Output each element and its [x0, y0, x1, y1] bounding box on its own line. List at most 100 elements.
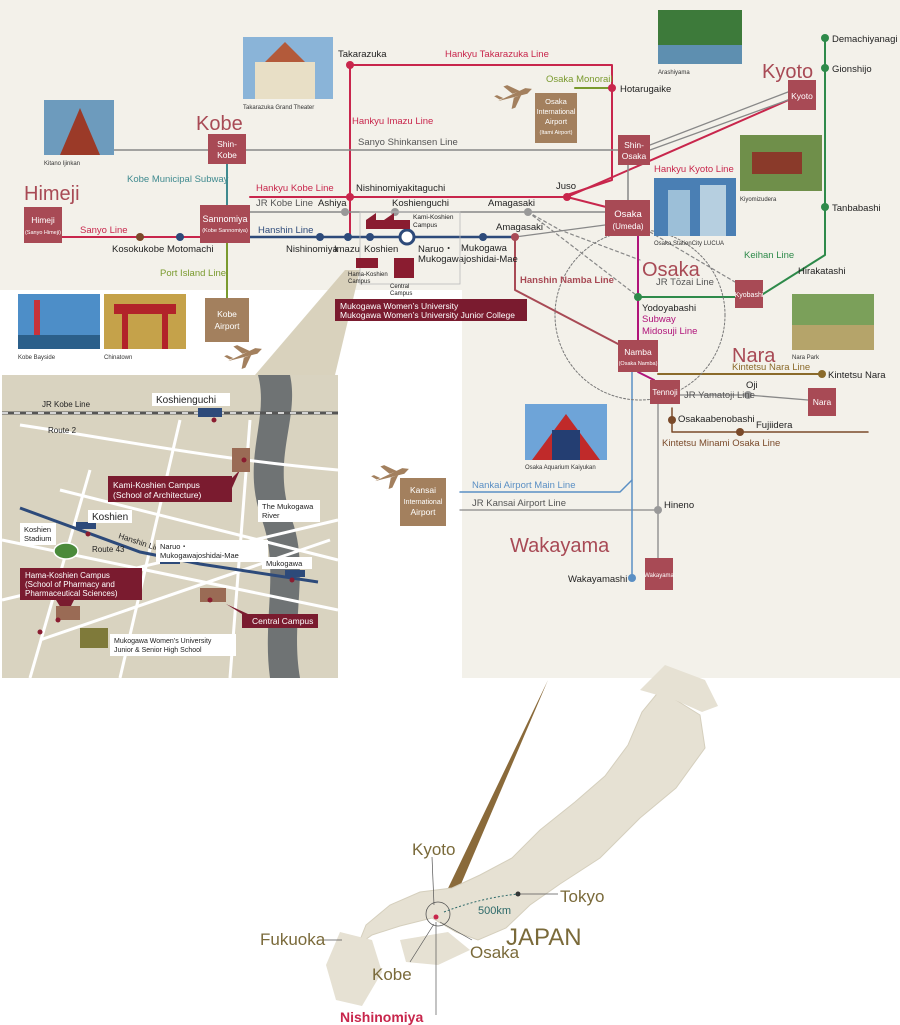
- line-labels: Hankyu Takarazuka Line Osaka Monorail Ha…: [80, 49, 810, 509]
- dot-demachiyanagi: [821, 34, 829, 42]
- svg-text:Mukogawa: Mukogawa: [266, 559, 303, 568]
- inset-koshienguchi-station: [198, 408, 222, 417]
- box-umeda: Osaka (Umeda): [605, 200, 650, 236]
- line-midosuji-2: [637, 371, 655, 381]
- inset-callout-beam: [255, 270, 360, 375]
- kansai-highlight-circle: [425, 901, 451, 927]
- svg-text:Sannomiya: Sannomiya: [202, 214, 247, 224]
- zoom-beam: [440, 680, 548, 910]
- label-keihan: Keihan Line: [744, 250, 794, 261]
- box-shin-osaka: Shin- Osaka: [618, 135, 650, 165]
- st-naruo-2: Mukogawajoshidai-Mae: [418, 254, 518, 265]
- box-namba: Namba (Osaka Namba): [618, 340, 658, 372]
- label-osaka-monorail: Osaka Monorail: [546, 74, 613, 85]
- st-nishinomiyakitaguchi: Nishinomiyakitaguchi: [356, 183, 445, 194]
- svg-text:Kyobashi: Kyobashi: [735, 292, 764, 299]
- dot-fujiidera: [736, 428, 744, 436]
- box-sannomiya: Sannomiya (Kobe Sannomiya): [200, 205, 250, 243]
- inset-kami-koshien-campus: [232, 448, 250, 472]
- svg-text:Airport: Airport: [214, 321, 240, 331]
- svg-text:(School of Pharmacy and: (School of Pharmacy and: [25, 580, 115, 589]
- svg-text:Namba: Namba: [624, 347, 652, 357]
- svg-text:International: International: [404, 499, 443, 506]
- st-koshien: Koshien: [364, 244, 398, 255]
- label-sanyo: Sanyo Line: [80, 225, 128, 236]
- svg-text:(Osaka Namba): (Osaka Namba): [619, 361, 658, 367]
- label-jr-tozai: JR Tōzai Line: [656, 277, 714, 288]
- japan-fukuoka: Fukuoka: [260, 930, 326, 949]
- dot-nishinomiyakitaguchi: [346, 193, 354, 201]
- svg-text:Stadium: Stadium: [24, 534, 52, 543]
- svg-text:International: International: [537, 109, 576, 116]
- inset-koshien-station: [76, 522, 96, 529]
- japan-distance: 500km: [478, 905, 511, 917]
- label-kintetsu-minami: Kintetsu Minami Osaka Line: [662, 438, 780, 449]
- label-port-island: Port Island Line: [160, 268, 226, 279]
- label-midosuji-2: Midosuji Line: [642, 326, 697, 337]
- dot-imazu: [344, 233, 352, 241]
- svg-text:Osaka: Osaka: [622, 151, 647, 161]
- svg-text:Central Campus: Central Campus: [252, 616, 313, 626]
- svg-text:Hama-Koshien Campus: Hama-Koshien Campus: [25, 571, 110, 580]
- inset-hama-koshien-campus: [56, 606, 80, 620]
- svg-text:Mukogawa Women’s University: Mukogawa Women’s University: [114, 638, 212, 645]
- line-nankai: [459, 371, 633, 493]
- line-hanshin-umeda: [514, 224, 606, 238]
- dot-tanbabashi: [821, 203, 829, 211]
- label-hanshin-namba: Hanshin Namba Line: [520, 275, 614, 286]
- photo-chinatown: Chinatown: [104, 294, 186, 361]
- inset-kami-koshien-callout: Kami-Koshien Campus (School of Architect…: [108, 470, 240, 502]
- airplane-icon: [371, 465, 409, 490]
- svg-text:Koshien: Koshien: [24, 525, 51, 534]
- university-banner: Mukogawa Women’s University Mukogawa Wom…: [335, 299, 527, 321]
- st-hotarugaike: Hotarugaike: [620, 84, 671, 95]
- label-hankyu-takarazuka: Hankyu Takarazuka Line: [445, 49, 549, 60]
- kami-koshien-label-2: Campus: [413, 222, 438, 229]
- svg-text:Chinatown: Chinatown: [104, 355, 132, 361]
- svg-text:(Umeda): (Umeda): [612, 222, 643, 231]
- central-label-1: Central: [390, 284, 409, 290]
- svg-text:Kansai: Kansai: [410, 485, 436, 495]
- svg-text:Nara: Nara: [813, 397, 832, 407]
- svg-text:(Sanyo Himeji): (Sanyo Himeji): [25, 230, 61, 236]
- station-dots: [136, 34, 829, 582]
- box-kansai-airport: Kansai International Airport: [400, 478, 446, 526]
- svg-text:Kobe Bayside: Kobe Bayside: [18, 355, 56, 361]
- st-mukogawa-1: Mukogawa: [461, 243, 508, 254]
- label-jr-kobe: JR Kobe Line: [256, 198, 313, 209]
- line-shinkansen-kyoto: [649, 91, 789, 146]
- svg-text:Junior & Senior High School: Junior & Senior High School: [114, 647, 202, 654]
- dot-wakayamashi: [628, 574, 636, 582]
- hama-koshien-building-icon: [356, 258, 378, 268]
- svg-text:Kobe: Kobe: [217, 150, 237, 160]
- label-kintetsu-nara: Kintetsu Nara Line: [732, 362, 810, 373]
- dot-takarazuka: [346, 61, 354, 69]
- st-kosokukobe: Kosokukobe: [112, 244, 164, 255]
- line-jr-kyobashi: [649, 231, 736, 283]
- svg-text:(Itami Airport): (Itami Airport): [539, 130, 572, 136]
- svg-text:Shin-: Shin-: [217, 139, 237, 149]
- svg-text:Osaka Aquarium Kaiyukan: Osaka Aquarium Kaiyukan: [525, 465, 596, 471]
- dot-kosokukobe: [136, 233, 144, 241]
- box-wakayama: Wakayama: [644, 558, 675, 590]
- svg-text:(Kobe Sannomiya): (Kobe Sannomiya): [202, 228, 248, 234]
- svg-text:Pharmaceutical Sciences): Pharmaceutical Sciences): [25, 589, 118, 598]
- dot-nishinomiya: [316, 233, 324, 241]
- japan-kyoto: Kyoto: [412, 840, 455, 859]
- st-amagasaki-jr: Amagasaki: [488, 198, 535, 209]
- japan-honshu: [356, 689, 706, 947]
- japan-tokyo: Tokyo: [560, 887, 604, 906]
- svg-text:Kyoto: Kyoto: [791, 91, 813, 101]
- inset-hama-koshien-callout: Hama-Koshien Campus (School of Pharmacy …: [20, 568, 142, 616]
- box-kobe-airport: Kobe Airport: [205, 298, 249, 342]
- dot-amagasaki-hanshin: [511, 233, 519, 241]
- label-kobe-subway: Kobe Municipal Subway: [127, 174, 229, 185]
- svg-text:Mukogawa Women’s University Ju: Mukogawa Women’s University Junior Colle…: [340, 310, 515, 320]
- svg-text:Koshienguchi: Koshienguchi: [156, 395, 216, 406]
- st-motomachi: Motomachi: [167, 244, 213, 255]
- inset-central-callout: Central Campus: [226, 604, 318, 628]
- japan-overview: Kyoto Tokyo 500km JAPAN Fukuoka Osaka Ko…: [260, 665, 718, 1025]
- svg-text:Airport: Airport: [410, 507, 436, 517]
- svg-text:The Mukogawa: The Mukogawa: [262, 502, 314, 511]
- svg-text:Arashiyama: Arashiyama: [658, 70, 690, 76]
